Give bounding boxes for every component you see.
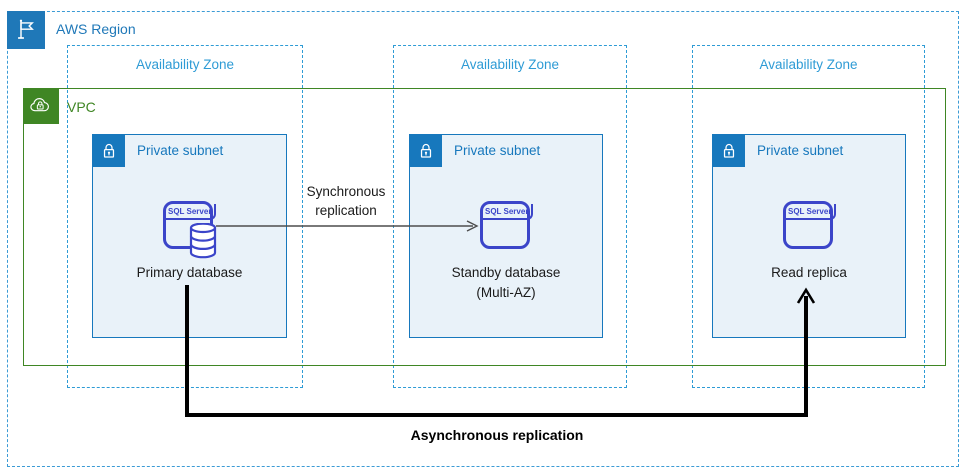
subnet-label: Private subnet	[137, 143, 224, 158]
node-label-line: Standby database	[451, 265, 561, 280]
node-label-line: Primary database	[136, 265, 243, 280]
private-subnet-2: Private subnet SQL Server Standby databa…	[409, 134, 603, 338]
sql-server-badge: SQL Server	[786, 204, 837, 220]
sql-server-badge: SQL Server	[483, 204, 534, 220]
padlock-icon	[712, 134, 745, 167]
subnet-label: Private subnet	[454, 143, 541, 158]
subnet-label: Private subnet	[757, 143, 844, 158]
availability-zone-label: Availability Zone	[135, 57, 235, 72]
cloud-lock-icon	[23, 88, 59, 124]
node-label-primary: Primary database	[93, 263, 286, 283]
region-label: AWS Region	[56, 21, 136, 37]
sql-server-badge: SQL Server	[166, 204, 217, 220]
database-cylinder-icon	[189, 223, 217, 259]
node-label-line: (Multi-AZ)	[476, 285, 536, 300]
flag-icon	[7, 11, 45, 49]
availability-zone-label: Availability Zone	[460, 57, 560, 72]
aws-region-group	[7, 11, 959, 467]
padlock-icon	[409, 134, 442, 167]
private-subnet-1: Private subnet SQL Server Primary databa…	[92, 134, 287, 338]
private-subnet-3: Private subnet SQL Server Read replica	[712, 134, 906, 338]
sql-server-database-icon: SQL Server	[480, 201, 534, 249]
sync-label-line: Synchronous	[306, 184, 386, 199]
node-label-standby: Standby database (Multi-AZ)	[410, 263, 602, 303]
asynchronous-replication-label: Asynchronous replication	[410, 427, 584, 443]
sql-server-database-icon: SQL Server	[783, 201, 837, 249]
sync-label-line: replication	[315, 203, 377, 218]
vpc-label: VPC	[67, 99, 96, 115]
padlock-icon	[92, 134, 125, 167]
availability-zone-3: Availability Zone	[692, 45, 925, 388]
availability-zone-label: Availability Zone	[759, 57, 858, 72]
synchronous-replication-label: Synchronous replication	[281, 182, 411, 220]
node-label-read-replica: Read replica	[713, 263, 905, 283]
node-label-line: Read replica	[771, 265, 847, 280]
